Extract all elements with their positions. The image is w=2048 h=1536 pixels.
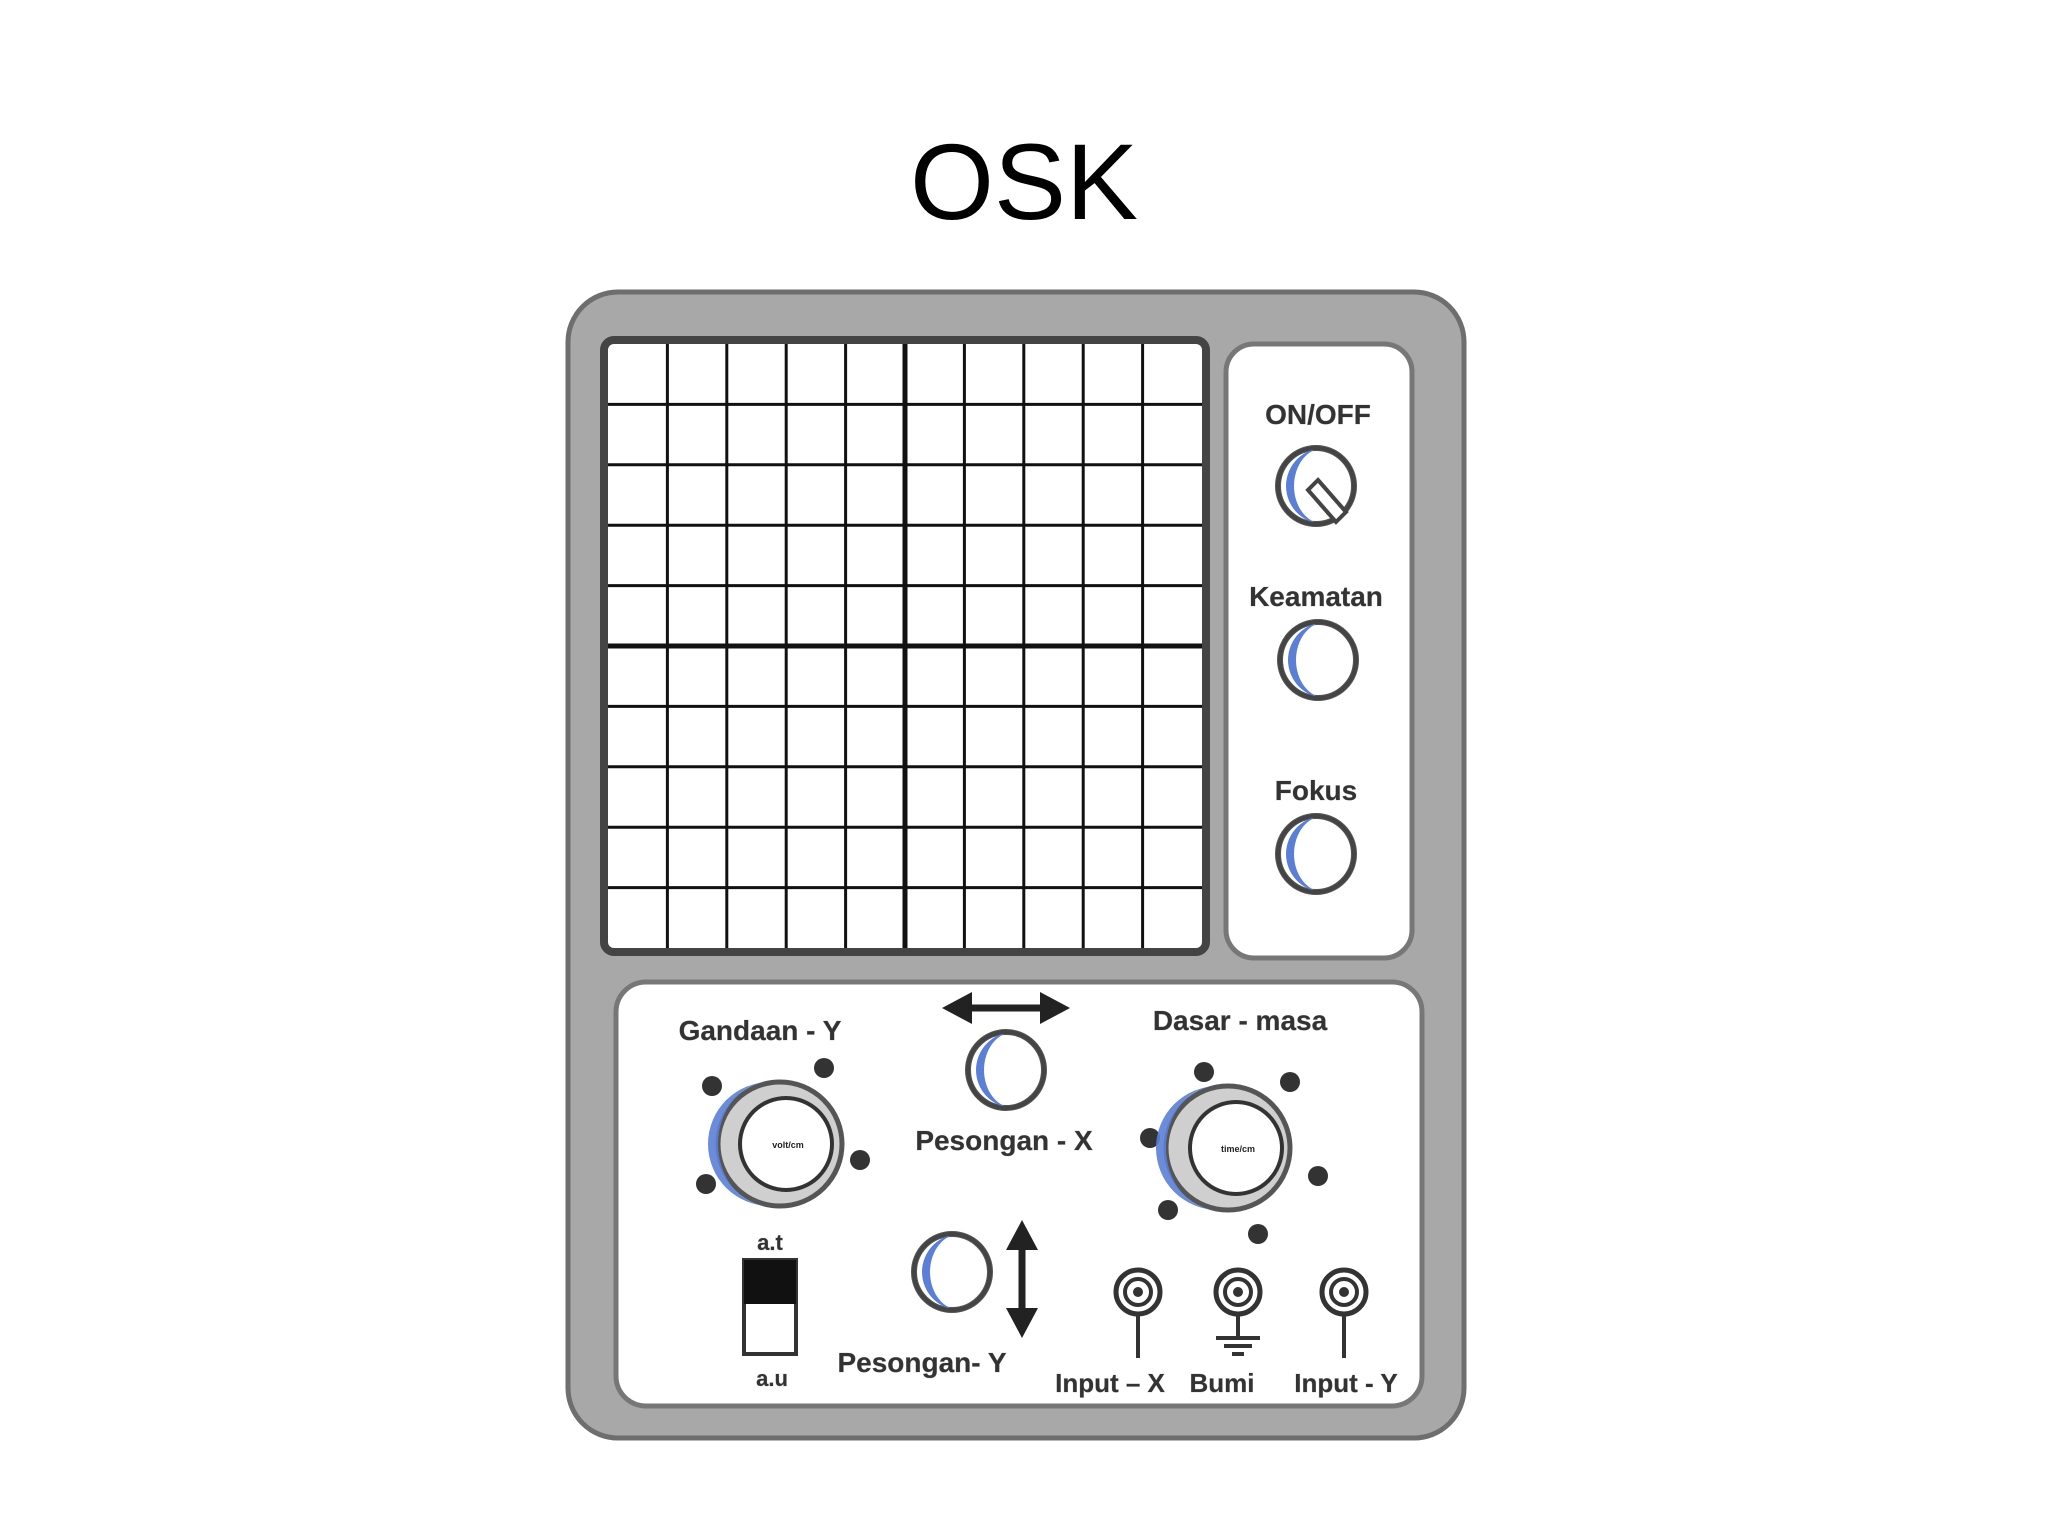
slide-title: OSK: [909, 121, 1139, 242]
ground-icon: [1216, 1336, 1260, 1356]
y-gain-label: Gandaan - Y: [679, 1015, 842, 1046]
y-shift-label: Pesongan- Y: [837, 1347, 1006, 1378]
power-switch-knob-icon[interactable]: [1278, 448, 1354, 524]
timebase-selector-knob[interactable]: time/cm: [1140, 1062, 1328, 1244]
side-control-panel: ON/OFF Keamatan Fokus: [1223, 341, 1415, 961]
left-right-arrow-icon: [942, 992, 1070, 1024]
x-shift-knob[interactable]: [968, 1032, 1044, 1108]
x-shift-label: Pesongan - X: [915, 1125, 1093, 1156]
power-label: ON/OFF: [1265, 399, 1371, 430]
x-input-label: Input – X: [1055, 1368, 1165, 1398]
switch-bottom-label: a.u: [756, 1366, 788, 1391]
timebase-knob-text: time/cm: [1221, 1144, 1255, 1154]
ac-dc-toggle-switch[interactable]: [742, 1258, 798, 1356]
screen-grid: [608, 344, 1202, 948]
focus-label: Fokus: [1275, 775, 1357, 806]
y-gain-knob-text: volt/cm: [772, 1140, 804, 1150]
brightness-label: Keamatan: [1249, 581, 1383, 612]
up-down-arrow-icon: [1006, 1220, 1038, 1338]
earth-jack[interactable]: [1213, 1267, 1263, 1356]
focus-knob[interactable]: [1278, 816, 1354, 892]
earth-label: Bumi: [1190, 1368, 1255, 1398]
oscilloscope-screen: [600, 336, 1210, 956]
brightness-knob[interactable]: [1280, 622, 1356, 698]
switch-top-label: a.t: [757, 1230, 783, 1255]
y-gain-selector-knob[interactable]: volt/cm: [696, 1058, 870, 1209]
y-input-label: Input - Y: [1294, 1368, 1398, 1398]
bottom-control-panel: Gandaan - Y volt/cm Pesongan - X Dasar -…: [613, 979, 1425, 1409]
timebase-label: Dasar - masa: [1153, 1005, 1328, 1036]
y-shift-knob[interactable]: [914, 1234, 990, 1310]
